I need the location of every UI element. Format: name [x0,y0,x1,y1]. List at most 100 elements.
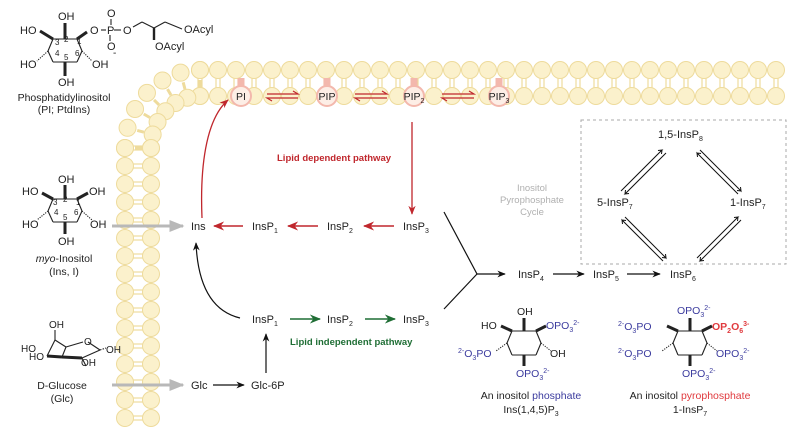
lipid-tail-highlight [410,78,418,88]
lipid-head [371,61,389,79]
lipid-pi: PI [230,78,252,107]
pyrophosphate-cycle: Inositol Pyrophosphate Cycle 1,5-InsP8 5… [500,119,787,265]
lipid-head [425,87,443,105]
lipid-head [142,157,160,175]
lipid-head [461,61,479,79]
ins145p3-oh-top: OH [517,306,533,318]
lipid-head [116,355,134,373]
lipid-head [116,301,134,319]
lipid-head [281,61,299,79]
lower-row: InsP1 InsP2 InsP3 Lipid independent path… [192,242,429,348]
lipid-head [659,87,677,105]
myo-ring-num-1: 1 [76,198,81,207]
insp7-caption: An inositol pyrophosphate [630,390,751,402]
lipid-head-highlight [316,85,338,107]
ins145p3-caption: An inositol phosphate [481,390,582,402]
lipid-head [116,391,134,409]
myo-ho-left: HO [22,186,39,198]
pi-oh-top: OH [58,11,75,23]
lipid-head [335,87,353,105]
lower-insp1-label: InsP1 [252,314,278,328]
lipid-head [533,61,551,79]
lipid-head [371,87,389,105]
lipid-head [116,247,134,265]
ins145p3-ring [495,318,552,366]
1-insp7-label: 1-InsP7 [730,197,766,211]
lipid-head [116,139,134,157]
myo-inositol-name: myo-Inositol [36,253,93,265]
glc-ho-2: HO [29,352,44,363]
lipid-head [118,118,137,137]
lipid-tail [166,88,173,96]
lipid-head [142,247,160,265]
myo-oh-top: OH [58,174,75,186]
lipid-head [142,139,160,157]
myo-ring-num-2: 2 [63,195,68,204]
lipid-head [767,87,785,105]
upper-row: Ins InsP1 InsP2 InsP3 [191,221,429,235]
lipid-head [425,61,443,79]
ins145p3-structure: OH HO OPO32- 2-O3PO OH OPO32- An inosito… [458,306,581,418]
lipid-tail [152,98,161,106]
equilibrium-arrow-pi-pip [264,90,301,102]
arrow-ins-to-pi [200,99,229,219]
lipid-head [335,61,353,79]
pi-ho-left-low: HO [20,59,37,71]
glucose-structure: OH O HO HO OH OH D-Glucose (Glc) [21,320,121,405]
myo-ring-num-3: 3 [53,198,58,207]
lipid-head [587,61,605,79]
lipid-head [749,61,767,79]
lipid-head [713,61,731,79]
pi-o-minus: O [107,41,116,53]
lipid-head-highlight [403,85,425,107]
lipid-head [353,87,371,105]
lipid-tail-highlight [495,78,503,88]
lipid-head [569,61,587,79]
lipid-head [191,61,209,79]
lipid-head [731,61,749,79]
lipid-head [659,61,677,79]
lipid-tail-highlight [237,78,245,88]
lipid-head [209,87,227,105]
lipid-tail-highlight [323,78,331,88]
lipid-head [126,100,145,118]
lipid-head [677,61,695,79]
lipid-head [142,319,160,337]
lipid-head [116,193,134,211]
lipid-head [142,337,160,355]
pi-oh-bottom: OH [58,77,75,89]
lipid-head [227,61,245,79]
pi-ring-num-3: 3 [55,38,60,47]
pi-ring-num-6: 6 [75,49,80,58]
lipid-head-highlight [488,85,510,107]
ins145p3-ho-left: HO [481,320,497,332]
main-row: InsP4 InsP5 InsP6 [518,269,696,283]
lipid-head [116,319,134,337]
myo-ring-num-5: 5 [63,213,68,222]
lipid-head [142,211,160,229]
lipid-head [623,61,641,79]
myo-ho-left-low: HO [22,219,39,231]
pi-ring-num-1: 1 [77,37,82,46]
pi-o-glycerol: O [123,25,132,37]
lipid-head [116,373,134,391]
lipid-head [116,175,134,193]
lipid-head [389,61,407,79]
upper-insp2-label: InsP2 [327,221,353,235]
glucose-name: D-Glucose [37,380,87,392]
glc6p-label: Glc-6P [251,380,285,392]
lipid-head [551,61,569,79]
insp7-opo3-lower-left: 2-O3PO [618,348,651,362]
pi-ring-num-2: 2 [64,35,69,44]
lipid-head [209,61,227,79]
glc-ho-1: HO [21,344,36,355]
lipid-head [461,87,479,105]
lipid-head [443,87,461,105]
myo-inositol-abbr: (Ins, I) [49,266,79,278]
lipid-label: PIP2 [404,91,425,105]
myo-inositol-structure: OH HO OH HO OH OH 1 2 3 4 5 6 myo-Inosit… [22,174,107,278]
myo-ring-num-6: 6 [74,208,79,217]
lipid-head [142,265,160,283]
